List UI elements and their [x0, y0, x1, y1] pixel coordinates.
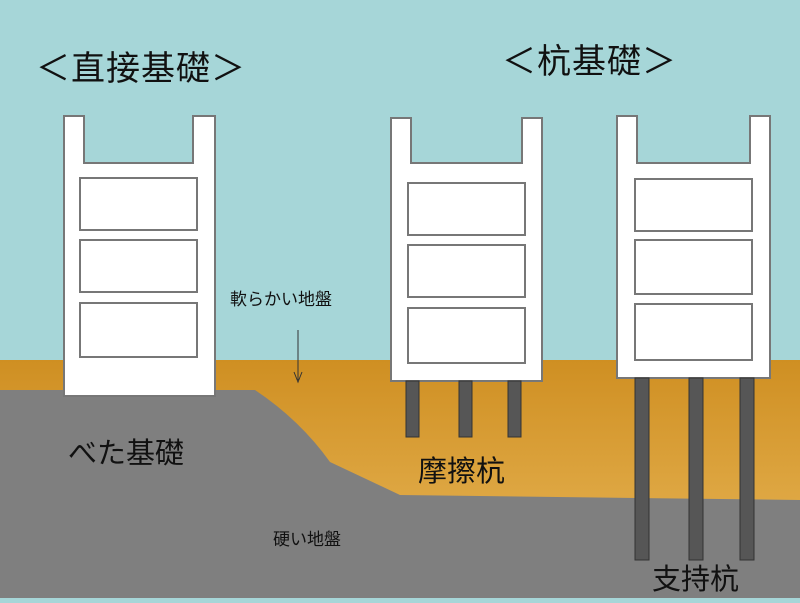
friction-pile-label: 摩擦杭	[418, 454, 506, 488]
mat-foundation-label: べた基礎	[68, 436, 185, 470]
building-bearing-pile	[616, 115, 771, 379]
pile-foundation-title: ＜杭基礎＞	[502, 42, 677, 82]
floor-1	[79, 177, 198, 231]
building-friction-pile	[390, 117, 543, 382]
floor-1	[407, 182, 526, 236]
friction-pile	[405, 380, 420, 438]
floor-1	[634, 178, 753, 232]
bearing-pile	[634, 377, 650, 561]
floor-3	[79, 302, 198, 358]
bearing-pile-label: 支持杭	[652, 562, 740, 596]
direct-foundation-title: ＜直接基礎＞	[36, 49, 246, 89]
friction-pile	[507, 380, 522, 438]
hard-ground-layer	[0, 390, 800, 598]
floor-2	[79, 239, 198, 293]
floor-2	[407, 244, 526, 298]
soft-ground-label: 軟らかい地盤	[230, 290, 332, 310]
hard-ground-label: 硬い地盤	[273, 530, 341, 550]
floor-2	[634, 239, 753, 295]
down-arrow-icon	[293, 330, 303, 384]
friction-pile	[458, 380, 473, 438]
floor-3	[634, 303, 753, 361]
floor-3	[407, 307, 526, 364]
bearing-pile	[688, 377, 704, 561]
bearing-pile	[739, 377, 755, 561]
building-direct-foundation	[63, 115, 216, 397]
